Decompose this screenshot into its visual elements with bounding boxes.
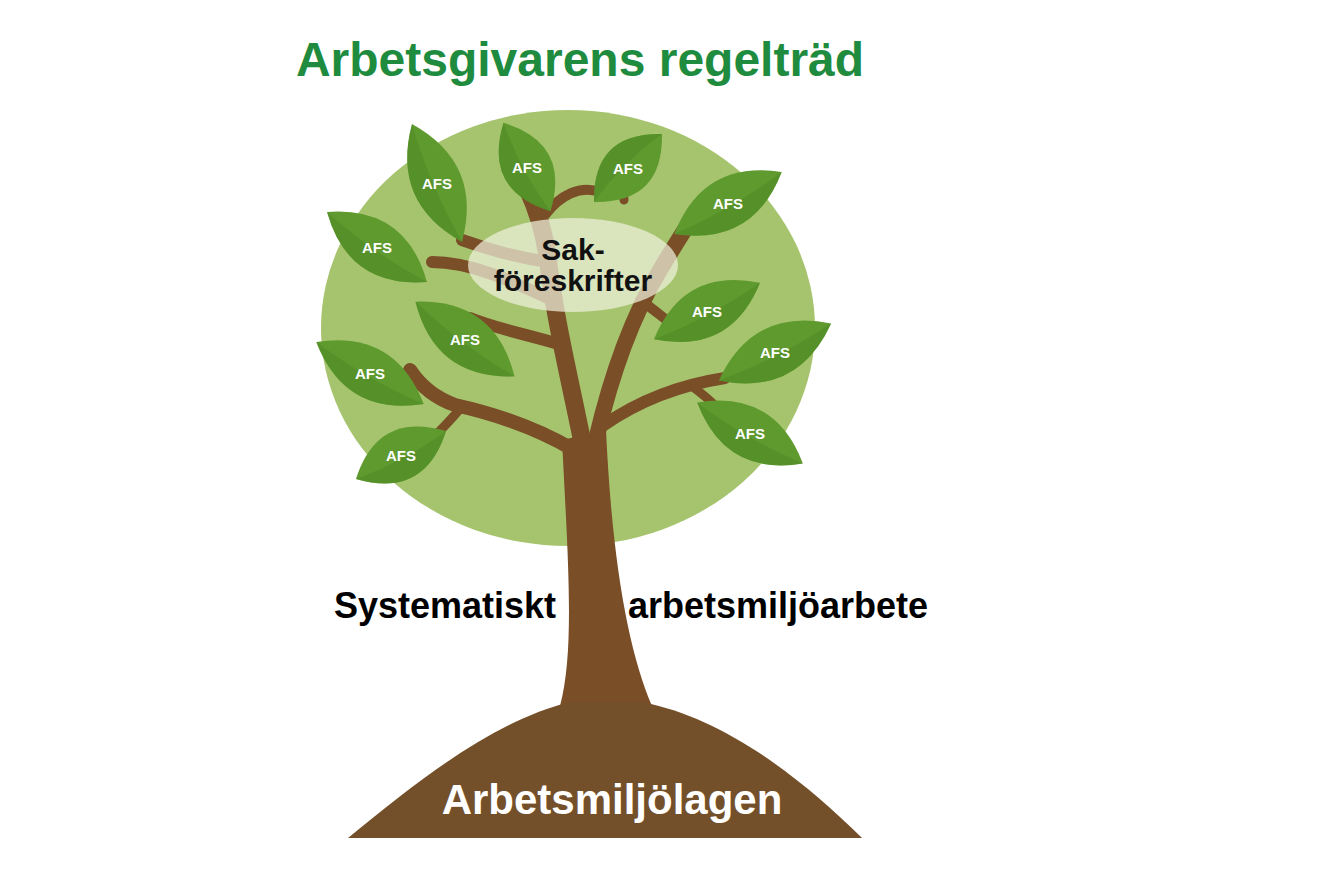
trunk-label: arbetsmiljöarbete — [628, 585, 928, 627]
leaf-node: AFS — [418, 173, 456, 194]
leaf-outline — [576, 116, 679, 219]
node-text: AFS — [713, 195, 743, 212]
node-text: AFS — [692, 303, 722, 320]
node-text: AFS — [362, 239, 392, 256]
leaf-node: AFS — [731, 423, 769, 444]
mound-node: Arbetsmiljölagen — [348, 690, 862, 838]
leaf-node: AFS — [508, 157, 546, 178]
node-text: Arbetsmiljölagen — [442, 776, 783, 824]
mound-outline — [348, 702, 862, 838]
leaf-shade — [576, 116, 662, 202]
node-text: AFS — [613, 160, 643, 177]
diagram-title: Arbetsgivarens regelträd — [296, 32, 864, 87]
leaf-shade — [356, 431, 458, 501]
leaf-shade — [400, 302, 514, 397]
leaf-outline — [708, 301, 843, 403]
leaf-outline — [389, 114, 485, 251]
leaf-node: AFS — [382, 445, 420, 466]
ellipse-outline — [468, 218, 678, 312]
leaf-outline — [400, 282, 529, 397]
leaf-shade — [313, 212, 427, 302]
leaf-outline — [685, 381, 816, 485]
leaf-shade — [389, 124, 462, 252]
node-text: AFS — [735, 425, 765, 442]
leaf-outline — [344, 409, 458, 501]
leaf-shade — [304, 342, 424, 426]
node-text: AFS — [422, 175, 452, 192]
node-text: AFS — [450, 331, 480, 348]
leaf-node: AFS — [358, 237, 396, 258]
node-text: Sak- föreskrifter — [494, 234, 652, 297]
node-text: AFS — [355, 365, 385, 382]
leaf-node: AFS — [446, 329, 484, 350]
leaf-outline — [662, 150, 794, 255]
trunk — [560, 430, 652, 706]
node-text: AFS — [760, 344, 790, 361]
leaf-node: AFS — [609, 158, 647, 179]
leaf-shade — [685, 403, 803, 486]
node-text: AFS — [512, 159, 542, 176]
leaf-shade — [481, 123, 550, 223]
leaf-outline — [313, 192, 442, 303]
leaf-outline — [481, 111, 572, 223]
leaf-node: AFS — [351, 363, 389, 384]
node-text: AFS — [386, 447, 416, 464]
leaf-shade — [719, 323, 843, 402]
trunk-label: Systematiskt — [334, 585, 556, 627]
leaf-node: AFS — [709, 193, 747, 214]
ellipse-node: Sak- föreskrifter — [468, 218, 678, 312]
leaf-node: AFS — [688, 301, 726, 322]
leaf-outline — [304, 320, 436, 425]
leaf-node: AFS — [756, 342, 794, 363]
leaf-shade — [674, 172, 794, 256]
